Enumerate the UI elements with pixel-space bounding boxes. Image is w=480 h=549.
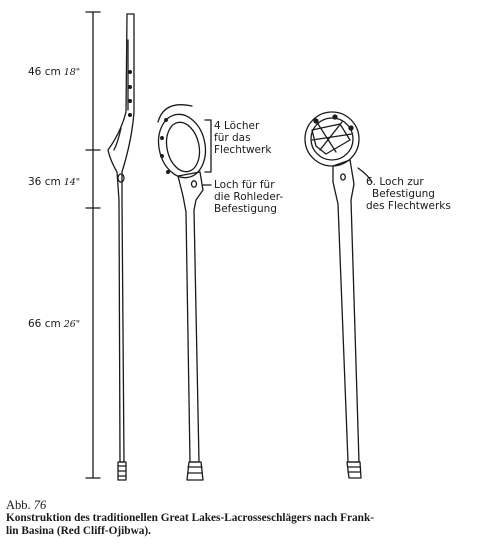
annotation-line: für das <box>214 132 251 144</box>
figure-caption: Konstruktion des traditionellen Great La… <box>6 512 474 538</box>
annotation-line: 6. Loch zur <box>366 176 424 188</box>
annotation-line: die Rohleder- <box>214 191 284 203</box>
figure-number: Abb. 76 <box>6 498 47 512</box>
stick-side-view <box>107 13 135 481</box>
stick-hoop-view <box>157 104 212 481</box>
annotation-braiding-holes: 4 Löcher für das Flechtwerk <box>214 120 271 156</box>
annotation-line: Befestigung <box>372 188 435 200</box>
annotation-leather-hole: Loch für für die Rohleder- Befestigung <box>214 179 283 215</box>
caption-line: Konstruktion des traditionellen Great La… <box>6 512 374 524</box>
annotation-line: Loch für für <box>214 179 275 191</box>
annotation-sixth-hole: 6. Loch zur Befestigung des Flechtwerks <box>366 176 451 212</box>
caption-line: lin Basina (Red Cliff-Ojibwa). <box>6 525 151 537</box>
annotation-line: Befestigung <box>214 203 277 215</box>
annotation-line: Flechtwerk <box>214 144 272 156</box>
annotation-line: 4 Löcher <box>214 120 260 132</box>
annotation-line: des Flechtwerks <box>366 200 451 212</box>
stick-netted-view <box>304 111 373 479</box>
dimension-line <box>85 11 101 479</box>
